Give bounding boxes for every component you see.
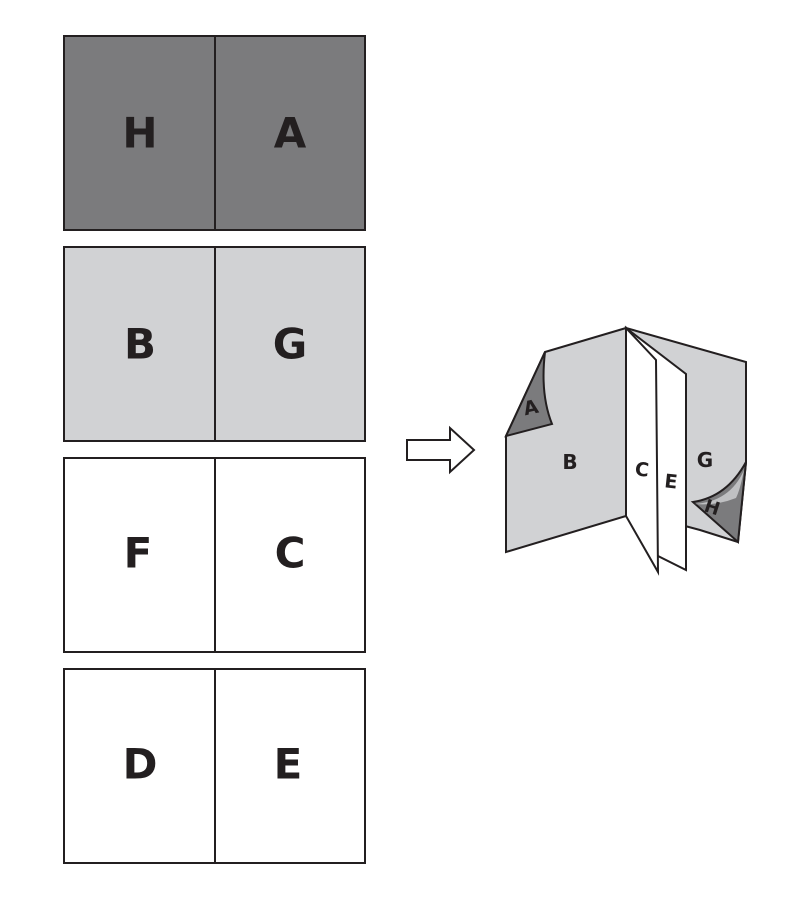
sheet-4-right-panel <box>214 668 366 864</box>
booklet-back-cover-letter: G <box>697 448 713 472</box>
sheet-3-right-letter: C <box>275 529 306 578</box>
booklet-inner-page-1 <box>625 325 660 576</box>
booklet-back-flap-letter: H <box>702 496 723 521</box>
sheet-1: H A <box>63 35 366 231</box>
sheet-3-left-letter: F <box>124 529 153 578</box>
sheet-2-left-letter: B <box>124 320 156 369</box>
sheet-3-right-panel <box>214 457 366 653</box>
sheet-3: F C <box>63 457 366 653</box>
sheet-2-right-letter: G <box>273 320 307 369</box>
sheet-4-right-letter: E <box>274 740 303 789</box>
sheet-2: B G <box>63 246 366 442</box>
booklet-front-flap <box>504 351 554 438</box>
sheet-1-left-letter: H <box>122 109 157 158</box>
right-arrow-outline-icon <box>406 425 476 475</box>
sheet-4-left-letter: D <box>123 740 158 789</box>
sheet-4-left-panel <box>63 668 216 864</box>
sheet-2-right-panel <box>214 246 366 442</box>
sheet-1-right-panel <box>214 35 366 231</box>
sheet-1-left-panel <box>63 35 216 231</box>
booklet-back-flap-shadow <box>694 470 744 505</box>
sheet-2-left-panel <box>63 246 216 442</box>
booklet-front-cover <box>505 326 627 554</box>
booklet-inner-page-2-letter: E <box>663 470 678 493</box>
booklet-inner-page-1-letter: C <box>634 458 650 481</box>
sheet-3-left-panel <box>63 457 216 653</box>
sheet-4: D E <box>63 668 366 864</box>
sheet-stack: H A B G F C D E <box>63 35 366 864</box>
folded-booklet: A B C E G H <box>504 325 747 576</box>
booklet-front-flap-letter: A <box>522 396 541 421</box>
booklet-front-cover-letter: B <box>562 450 577 474</box>
sheet-1-right-letter: A <box>274 109 307 158</box>
